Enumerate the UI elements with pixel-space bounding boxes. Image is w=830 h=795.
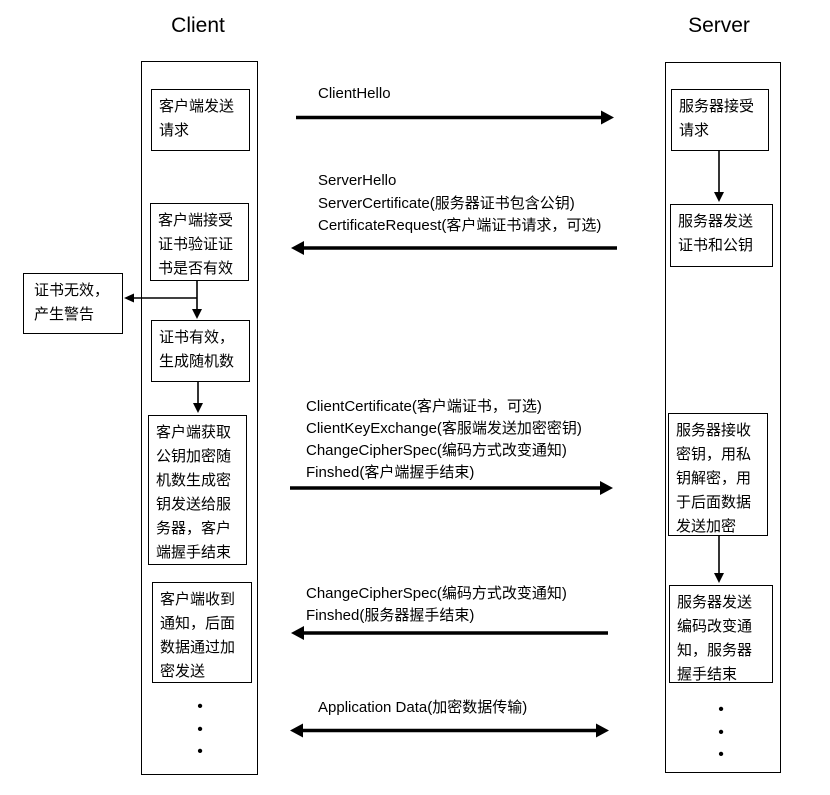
- server-step-receive-key: 服务器接收 密钥，用私 钥解密，用 于后面数据 发送加密: [668, 413, 768, 536]
- message-changecipherspec-label: ChangeCipherSpec(编码方式改变通知) Finshed(服务器握手…: [306, 585, 567, 624]
- server-step-send-change-notice: 服务器发送 编码改变通 知，服务器 握手结束: [669, 585, 773, 683]
- server-ellipsis: • • •: [718, 701, 724, 763]
- serverhello-arrow-left: [291, 241, 617, 255]
- message-serverhello-label: ServerHello ServerCertificate(服务器证书包含公钥)…: [318, 172, 602, 234]
- flow-arrow-receivekey-to-notice: [714, 536, 724, 583]
- client-step-encrypt-send-key: 客户端获取 公钥加密随 机数生成密 钥发送给服 务器，客户 端握手结束: [148, 415, 247, 565]
- changecipherspec-arrow-left: [291, 626, 608, 640]
- message-clientcertificate-label: ClientCertificate(客户端证书，可选) ClientKeyExc…: [306, 398, 582, 481]
- flow-arrow-verify-to-valid: [192, 280, 202, 319]
- server-lifeline-box: [665, 62, 781, 773]
- server-step-send-certificate: 服务器发送 证书和公钥: [670, 204, 773, 267]
- client-ellipsis: • • •: [197, 698, 203, 760]
- client-step-verify-certificate: 客户端接受 证书验证证 书是否有效: [150, 203, 249, 281]
- applicationdata-arrow-both: [290, 723, 609, 738]
- clienthello-arrow-right: [296, 110, 614, 125]
- client-step-cert-valid: 证书有效， 生成随机数: [151, 320, 250, 382]
- alert-box-cert-invalid: 证书无效， 产生警告: [23, 273, 123, 334]
- client-step-send-request: 客户端发送 请求: [151, 89, 250, 151]
- message-clienthello-label: ClientHello: [318, 85, 391, 102]
- server-title: Server: [688, 14, 750, 37]
- flow-arrow-to-alert-box: [124, 293, 197, 303]
- flow-arrow-accept-to-send: [714, 151, 724, 202]
- message-applicationdata-label: Application Data(加密数据传输): [318, 699, 528, 716]
- clientkeyexchange-arrow-right: [290, 481, 613, 495]
- client-step-receive-notice: 客户端收到 通知，后面 数据通过加 密发送: [152, 582, 252, 683]
- flow-arrow-valid-to-key: [193, 381, 203, 413]
- server-step-accept-request: 服务器接受 请求: [671, 89, 769, 151]
- client-lifeline-box: [141, 61, 258, 775]
- client-title: Client: [171, 14, 225, 37]
